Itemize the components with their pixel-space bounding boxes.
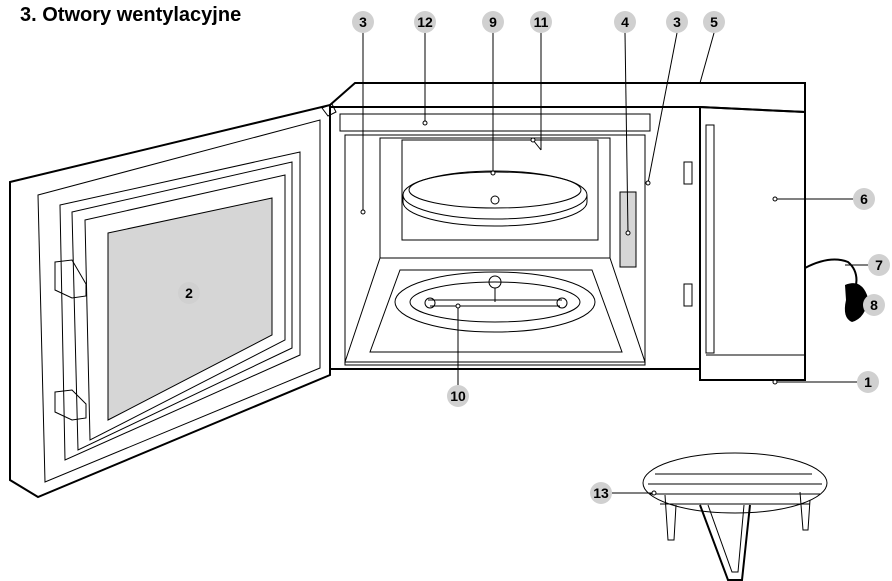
svg-text:10: 10 [450, 388, 466, 404]
svg-text:1: 1 [864, 374, 872, 390]
section-heading: 3. Otwory wentylacyjne [20, 4, 242, 26]
callout-11: 11 [530, 11, 552, 33]
door-hinge-bottom [54, 389, 87, 421]
callout-8: 8 [863, 294, 885, 316]
callout-13: 13 [590, 482, 612, 504]
svg-text:9: 9 [489, 14, 497, 30]
power-plug [844, 283, 868, 322]
callout-2: 2 [178, 282, 200, 304]
callout-5: 5 [703, 11, 725, 33]
roller-ring [394, 271, 596, 333]
callout-10: 10 [447, 385, 469, 407]
svg-text:7: 7 [875, 257, 883, 273]
svg-text:8: 8 [870, 297, 878, 313]
door-window [107, 197, 273, 421]
callout-3-right: 3 [666, 11, 688, 33]
callout-9: 9 [482, 11, 504, 33]
callout-6: 6 [853, 188, 875, 210]
cabinet [321, 82, 806, 381]
callout-7: 7 [868, 254, 890, 276]
grill-rack [642, 452, 828, 581]
svg-text:13: 13 [593, 485, 609, 501]
door [9, 103, 331, 499]
svg-text:3: 3 [359, 14, 367, 30]
callout-1: 1 [857, 371, 879, 393]
svg-text:2: 2 [185, 285, 193, 301]
glass-tray [402, 170, 588, 227]
callout-4: 4 [614, 11, 636, 33]
svg-text:5: 5 [710, 14, 718, 30]
svg-text:11: 11 [534, 14, 549, 30]
callout-3-left: 3 [352, 11, 374, 33]
door-hinge-top [54, 259, 87, 299]
svg-text:3: 3 [673, 14, 681, 30]
callout-12: 12 [414, 11, 436, 33]
svg-text:12: 12 [417, 14, 433, 30]
svg-text:6: 6 [860, 191, 868, 207]
leader-lines [360, 32, 868, 496]
power-cord [804, 258, 868, 322]
svg-text:4: 4 [621, 14, 629, 30]
